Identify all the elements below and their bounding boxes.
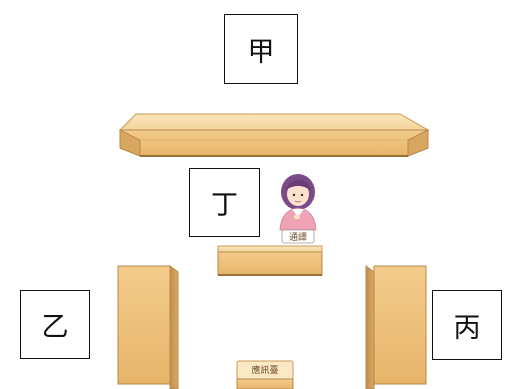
witness-stand-label: 應訊臺 <box>251 364 278 376</box>
witness-stand: 應訊臺 <box>236 360 294 389</box>
label-yi-text: 乙 <box>41 312 69 343</box>
label-box-jia: 甲 <box>224 14 298 84</box>
woman-interpreter-icon <box>279 174 317 231</box>
label-ding-text: 丁 <box>211 190 238 221</box>
label-jia-text: 甲 <box>247 36 275 68</box>
left-table <box>117 265 179 389</box>
label-bing-text: 丙 <box>453 312 481 344</box>
interpreter-sign-label: 通譯 <box>289 231 307 243</box>
judge-bench <box>118 113 430 157</box>
label-box-yi: 乙 <box>20 290 90 359</box>
label-box-ding: 丁 <box>189 168 260 237</box>
label-box-bing: 丙 <box>432 290 502 360</box>
interpreter-sign: 通譯 <box>281 229 315 244</box>
interpreter-desk <box>217 245 323 276</box>
right-table <box>365 265 427 389</box>
